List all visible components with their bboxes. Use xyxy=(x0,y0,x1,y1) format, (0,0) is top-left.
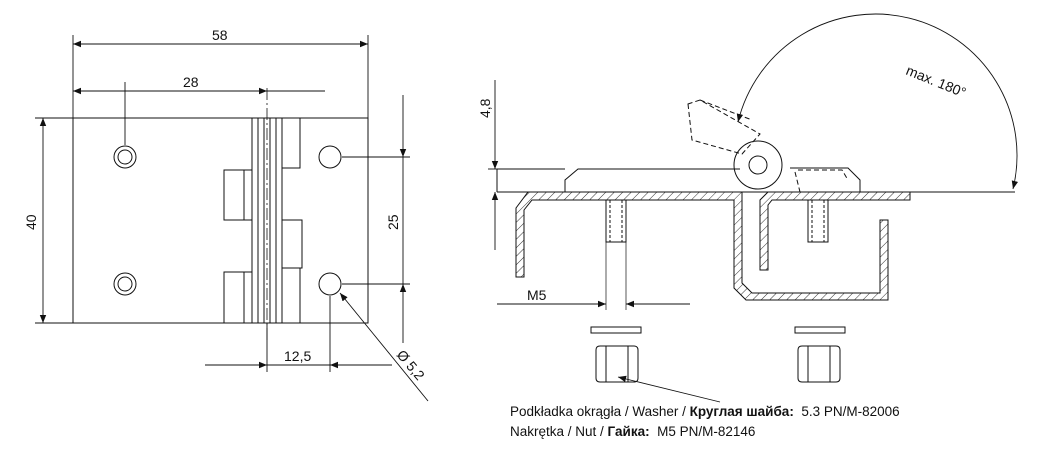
bolt xyxy=(807,199,829,243)
nut-spec: M5 PN/M-82146 xyxy=(649,424,756,439)
dim-thickness: 4,8 xyxy=(477,98,493,118)
dim-hole-spacing-x: 28 xyxy=(183,74,199,90)
side-dimensions xyxy=(488,13,1019,403)
dim-thread: M5 xyxy=(527,287,547,303)
nut xyxy=(595,345,639,383)
washer-spec: 5.3 PN/M-82006 xyxy=(793,404,900,419)
dim-overall-width: 58 xyxy=(212,27,228,43)
dim-hole-spacing-y: 25 xyxy=(385,214,401,230)
washer xyxy=(590,326,642,334)
nut-label: Nakrętka / Nut / xyxy=(510,424,608,439)
washer-label-ru: Круглая шайба: xyxy=(689,404,794,419)
knuckle-block xyxy=(223,169,245,221)
knuckle-block xyxy=(281,219,303,269)
bolt xyxy=(605,199,627,243)
side-view xyxy=(496,99,911,383)
hole-circle xyxy=(318,272,342,296)
dim-overall-height: 40 xyxy=(23,214,39,230)
washer-label: Podkładka okrągła / Washer / xyxy=(510,404,690,419)
washer-note: Podkładka okrągła / Washer / Круглая шай… xyxy=(510,404,900,419)
rotated-leaf xyxy=(687,99,849,193)
dim-hole-offset: 12,5 xyxy=(284,348,311,364)
dim-rotation: max. 180° xyxy=(904,62,969,101)
hinge-pin xyxy=(733,140,783,190)
hole-circle xyxy=(113,145,137,169)
nut xyxy=(797,345,841,383)
hole-circle xyxy=(113,272,137,296)
nut-note: Nakrętka / Nut / Гайка: M5 PN/M-82146 xyxy=(510,424,755,439)
nut-label-ru: Гайка: xyxy=(607,424,650,439)
washer xyxy=(794,326,846,334)
left-leaf xyxy=(72,117,254,324)
front-view xyxy=(72,88,369,340)
front-dimensions xyxy=(35,35,429,402)
knuckle-block xyxy=(223,271,245,324)
bracket-profile xyxy=(515,191,889,301)
hole-circle xyxy=(318,145,342,169)
